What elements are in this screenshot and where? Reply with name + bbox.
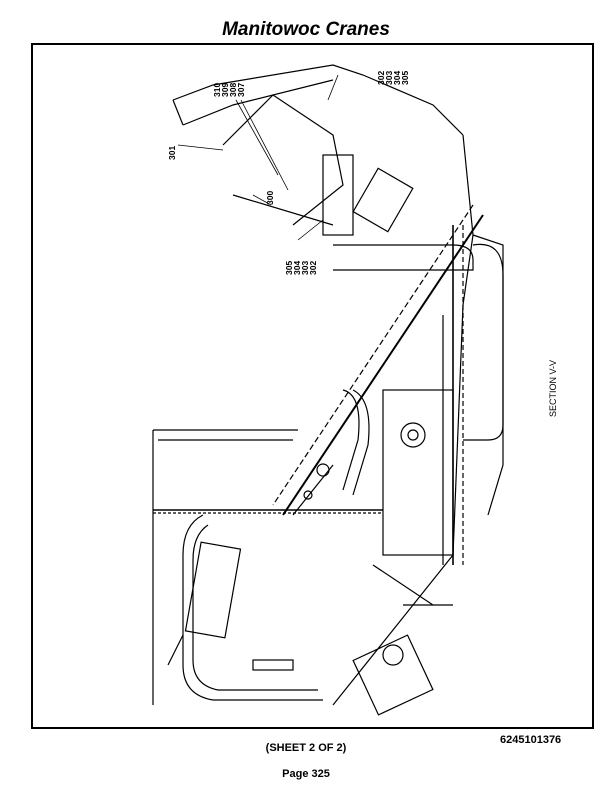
callouts-top: 310 309 308 307 <box>212 83 246 97</box>
section-drawing: 310 309 308 307 301 300 302 303 304 305 … <box>152 64 558 716</box>
callouts-top-right: 302 303 304 305 <box>376 71 410 85</box>
callout-305-top: 305 <box>400 71 410 85</box>
callout-304-top: 304 <box>392 71 402 85</box>
callout-303-mid: 303 <box>300 261 310 275</box>
callout-300: 300 <box>265 191 275 205</box>
callout-302-mid: 302 <box>308 261 318 275</box>
page-title: Manitowoc Cranes <box>222 19 390 40</box>
callout-305-mid: 305 <box>284 261 294 275</box>
callout-308: 308 <box>228 83 238 97</box>
callout-304-mid: 304 <box>292 261 302 275</box>
callout-303-top: 303 <box>384 71 394 85</box>
drawing-frame: 310 309 308 307 301 300 302 303 304 305 … <box>31 43 594 729</box>
callout-301: 301 <box>167 146 177 160</box>
drawing-lines <box>152 64 504 716</box>
callout-309: 309 <box>220 83 230 97</box>
page-number: Page 325 <box>282 768 330 780</box>
section-label: SECTION V-V <box>548 360 558 417</box>
sheet-label: (SHEET 2 OF 2) <box>265 742 347 754</box>
callout-307: 307 <box>236 83 246 97</box>
callout-310: 310 <box>212 83 222 97</box>
document-number: 6245101376 <box>500 734 562 746</box>
callouts-mid: 305 304 303 302 <box>284 261 318 275</box>
callout-302-top: 302 <box>376 71 386 85</box>
